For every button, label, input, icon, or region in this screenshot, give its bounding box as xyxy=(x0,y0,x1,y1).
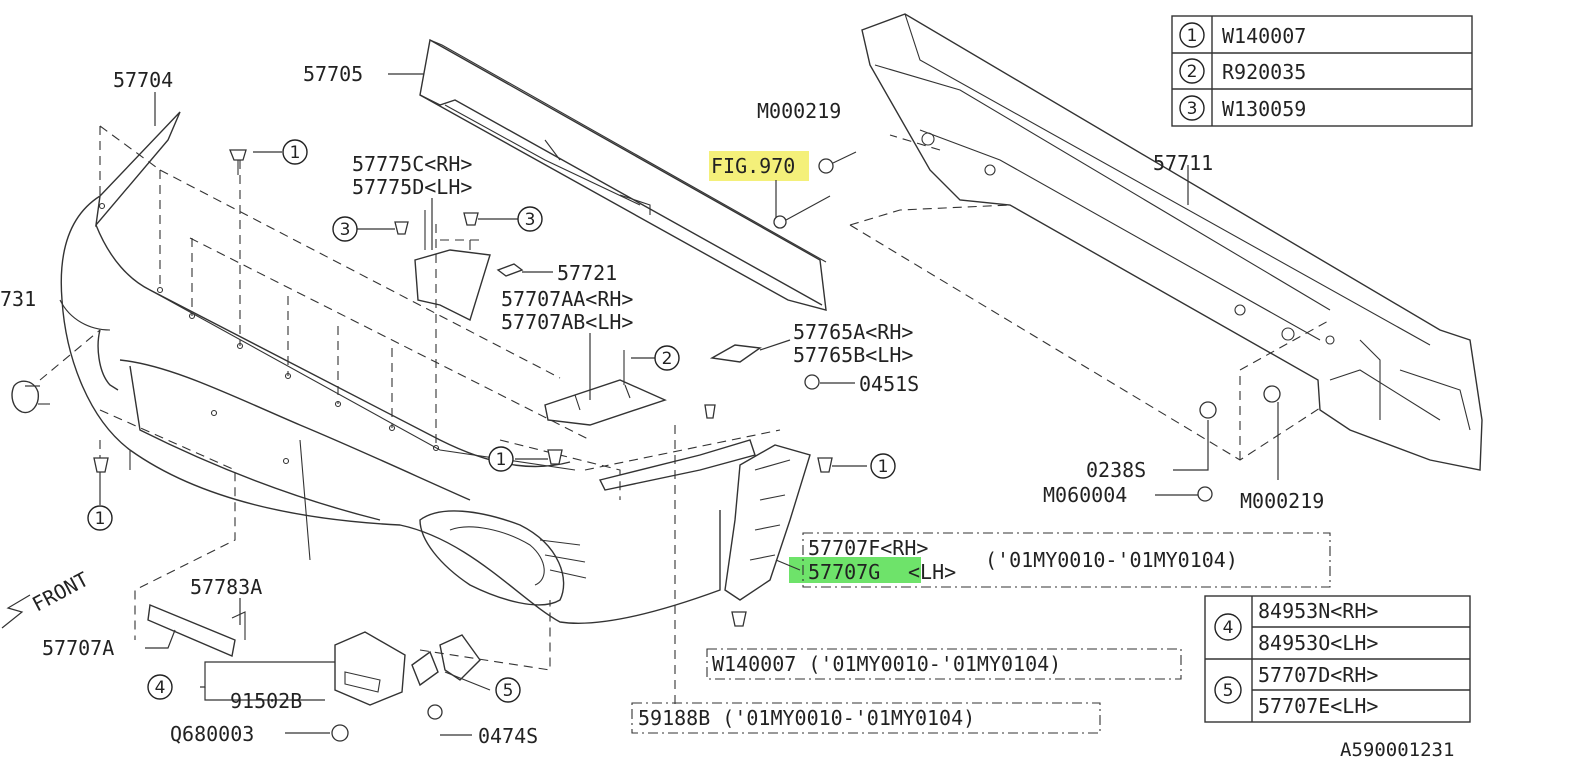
cover-57707d xyxy=(411,634,481,687)
label-m060004: M060004 xyxy=(1043,483,1127,507)
front-arrow-icon xyxy=(1,594,31,629)
callout-1d: 1 xyxy=(95,509,106,529)
variant-table-part-84953n: 84953N<RH> xyxy=(1258,599,1378,623)
bracket-57707aa xyxy=(544,379,667,426)
variant-reference-table: 4 84953N<RH> 84953O<LH> 5 57707D<RH> 577… xyxy=(1204,595,1471,723)
label-57707g-side: <LH> xyxy=(908,560,956,584)
ref-table-num-1: 1 xyxy=(1187,26,1198,46)
label-57707-range: ('01MY0010-'01MY0104) xyxy=(985,548,1238,572)
label-57707f: 57707F<RH> xyxy=(808,536,928,560)
ref-table-num-3: 3 xyxy=(1187,99,1198,119)
side-bracket-57707g xyxy=(724,444,811,601)
variant-table-part-84953o: 84953O<LH> xyxy=(1258,631,1378,655)
callout-3a: 3 xyxy=(340,220,351,240)
variant-table-num-4: 4 xyxy=(1223,618,1234,638)
label-57707aa: 57707AA<RH> xyxy=(501,287,633,311)
bumper-cover-57704 xyxy=(59,111,721,624)
label-57765a: 57765A<RH> xyxy=(793,320,913,344)
variant-table-num-5: 5 xyxy=(1223,681,1234,701)
callout-1a: 1 xyxy=(290,143,301,163)
note-box-59188b xyxy=(631,702,1101,734)
part-labels: 57704 57705 731 57775C<RH> 57775D<LH> 57… xyxy=(0,62,1454,761)
callout-2: 2 xyxy=(662,349,673,369)
label-57704: 57704 xyxy=(113,68,173,92)
label-57775c: 57775C<RH> xyxy=(352,152,472,176)
callout-5: 5 xyxy=(503,681,514,701)
label-front: FRONT xyxy=(28,567,92,616)
note-box-57707f xyxy=(802,532,1331,588)
label-57731: 731 xyxy=(0,287,36,311)
callout-4: 4 xyxy=(155,678,166,698)
bracket-57707a xyxy=(147,604,246,657)
callout-circles: 1 3 3 2 1 1 1 4 5 xyxy=(87,139,896,703)
label-91502b: 91502B xyxy=(230,689,302,713)
energy-absorber-57705 xyxy=(419,38,827,311)
label-57707a: 57707A xyxy=(42,636,114,660)
ref-table-num-2: 2 xyxy=(1187,62,1198,82)
clip-57721 xyxy=(496,263,524,277)
label-57775d: 57775D<LH> xyxy=(352,175,472,199)
highlight-57707g xyxy=(789,557,921,583)
label-57707ab: 57707AB<LH> xyxy=(501,310,633,334)
leader-lines xyxy=(25,73,1279,736)
label-fig970: FIG.970 xyxy=(711,154,795,178)
bracket-57765 xyxy=(709,344,762,363)
stay-57775 xyxy=(414,210,491,321)
ref-table-part-1: W140007 xyxy=(1222,24,1306,48)
ref-table-part-2: R920035 xyxy=(1222,60,1306,84)
variant-table-part-57707e: 57707E<LH> xyxy=(1258,694,1378,718)
callout-3b: 3 xyxy=(525,210,536,230)
fog-cover-91502b xyxy=(334,631,406,706)
label-m000219-top: M000219 xyxy=(757,99,841,123)
highlight-fig970 xyxy=(709,151,809,181)
fastener-icons xyxy=(93,149,1281,742)
label-57765b: 57765B<LH> xyxy=(793,343,913,367)
label-57711: 57711 xyxy=(1153,151,1213,175)
label-57705: 57705 xyxy=(303,62,363,86)
label-q680003: Q680003 xyxy=(170,722,254,746)
ref-table-part-3: W130059 xyxy=(1222,97,1306,121)
callout-1b: 1 xyxy=(496,450,507,470)
assembly-lines-right xyxy=(849,134,1331,461)
bumper-reinforcement-57711 xyxy=(861,13,1483,471)
side-strip xyxy=(584,425,781,705)
label-57721: 57721 xyxy=(557,261,617,285)
label-w140007-note: W140007 ('01MY0010-'01MY0104) xyxy=(712,652,1061,676)
label-0238s: 0238S xyxy=(1086,458,1146,482)
label-59188b-note: 59188B ('01MY0010-'01MY0104) xyxy=(638,706,975,730)
variant-table-part-57707d: 57707D<RH> xyxy=(1258,663,1378,687)
label-57783a: 57783A xyxy=(190,575,262,599)
label-m000219-bottom: M000219 xyxy=(1240,489,1324,513)
label-57707g: 57707G xyxy=(808,560,880,584)
label-0451s: 0451S xyxy=(859,372,919,396)
fastener-reference-table: 1 W140007 2 R920035 3 W130059 xyxy=(1171,15,1473,127)
figure-id: A590001231 xyxy=(1340,739,1454,761)
note-box-w140007 xyxy=(706,648,1182,680)
label-0474s: 0474S xyxy=(478,724,538,748)
tow-hook-cover-731 xyxy=(11,380,50,414)
assembly-lines-left xyxy=(39,125,621,671)
callout-1c: 1 xyxy=(878,457,889,477)
